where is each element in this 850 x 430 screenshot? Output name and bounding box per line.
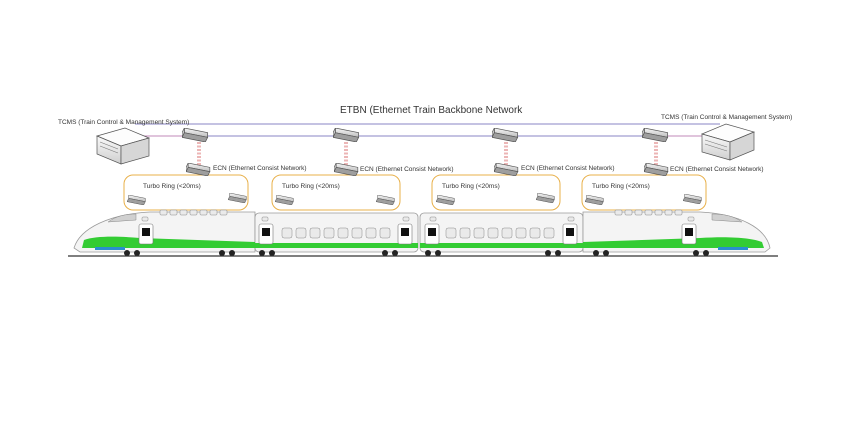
turbo-rings — [123, 174, 707, 211]
tcms-label-right: TCMS (Train Control & Management System) — [661, 114, 792, 121]
ring-label-4: Turbo Ring (<20ms) — [592, 183, 650, 190]
switch-icon — [492, 128, 519, 142]
switch-icon — [334, 163, 359, 176]
switch-icon — [644, 163, 669, 176]
ring-label-1: Turbo Ring (<20ms) — [143, 183, 201, 190]
switch-icon — [683, 194, 702, 204]
switch-icon — [536, 193, 555, 203]
ecn-label-2: ECN (Ethernet Consist Network) — [360, 166, 454, 173]
ecn-label-1: ECN (Ethernet Consist Network) — [213, 165, 307, 172]
switch-icon — [333, 128, 360, 142]
ecn-label-3: ECN (Ethernet Consist Network) — [521, 165, 615, 172]
switch-icon — [376, 195, 395, 205]
switch-icon — [494, 163, 519, 176]
ecn-label-4: ECN (Ethernet Consist Network) — [670, 166, 764, 173]
switch-icon — [186, 163, 211, 176]
switch-icon — [127, 195, 146, 205]
switch-icon — [275, 195, 294, 205]
tcms-label-left: TCMS (Train Control & Management System) — [58, 119, 189, 126]
ecn-links — [197, 142, 658, 168]
ring-label-2: Turbo Ring (<20ms) — [282, 183, 340, 190]
ring-label-3: Turbo Ring (<20ms) — [442, 183, 500, 190]
server-icon — [95, 127, 151, 165]
train — [68, 209, 778, 257]
server-icon — [700, 123, 756, 161]
switch-icon — [585, 195, 604, 205]
switch-icon — [436, 195, 455, 205]
switch-icon — [642, 128, 669, 142]
switch-icon — [228, 193, 247, 203]
switch-icon — [182, 128, 209, 142]
etbn-label: ETBN (Ethernet Train Backbone Network — [340, 105, 523, 116]
etbn-backbone-lines — [135, 123, 720, 137]
